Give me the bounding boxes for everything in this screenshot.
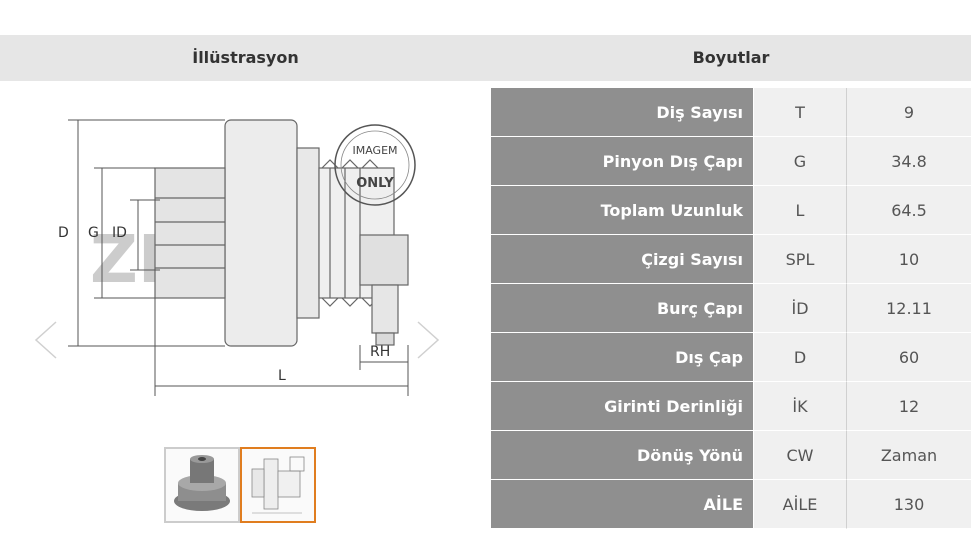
illustration-heading: İllüstrasyon — [192, 48, 299, 67]
dimension-code: D — [753, 333, 847, 382]
dim-label-g: G — [88, 225, 99, 241]
header-bar — [0, 35, 971, 81]
dimension-value: 64.5 — [847, 186, 971, 235]
prev-image-icon[interactable] — [34, 321, 57, 359]
dimension-label: Dış Çap — [491, 333, 753, 382]
dimension-value: 12 — [847, 382, 971, 431]
pinion-shape — [154, 167, 226, 299]
dimension-label: Pinyon Dış Çapı — [491, 137, 753, 186]
dimension-code: SPL — [753, 235, 847, 284]
dim-label-rh: RH — [370, 344, 390, 360]
svg-text:ONLY: ONLY — [356, 176, 394, 191]
svg-text:IMAGEM: IMAGEM — [352, 144, 397, 157]
dimension-label: Toplam Uzunluk — [491, 186, 753, 235]
dimension-code: T — [753, 88, 847, 137]
dimension-label: Burç Çapı — [491, 284, 753, 333]
dimension-label: Girinti Derinliği — [491, 382, 753, 431]
dimension-value: 9 — [847, 88, 971, 137]
thumbnail-drawing[interactable] — [240, 447, 316, 523]
technical-drawing-thumb-icon — [251, 456, 305, 514]
dimension-code: G — [753, 137, 847, 186]
dimension-code: AİLE — [753, 480, 847, 529]
dim-label-l: L — [278, 368, 286, 384]
dimension-label: Çizgi Sayısı — [491, 235, 753, 284]
dim-label-d: D — [58, 225, 69, 241]
starter-drive-photo-icon — [174, 455, 230, 511]
next-image-icon[interactable] — [417, 321, 440, 359]
dimension-code: CW — [753, 431, 847, 480]
dimension-code: L — [753, 186, 847, 235]
technical-drawing: ZEN S.A. IMAGEM ONLY — [34, 119, 440, 396]
dimension-value: 10 — [847, 235, 971, 284]
thumbnail-strip — [164, 447, 316, 523]
thumbnail-photo[interactable] — [164, 447, 240, 523]
dimension-value: 60 — [847, 333, 971, 382]
dimensions-heading: Boyutlar — [692, 48, 770, 67]
dimension-label: Diş Sayısı — [491, 88, 753, 137]
illustration-stamp: IMAGEM ONLY — [334, 124, 416, 206]
dimension-code: İD — [753, 284, 847, 333]
dim-label-id: ID — [112, 225, 127, 241]
dimension-value: Zaman — [847, 431, 971, 480]
dimension-code: İK — [753, 382, 847, 431]
dimension-value: 12.11 — [847, 284, 971, 333]
dimension-label: Dönüş Yönü — [491, 431, 753, 480]
dimension-value: 130 — [847, 480, 971, 529]
dimension-value: 34.8 — [847, 137, 971, 186]
housing-shape — [224, 119, 298, 347]
dimension-label: AİLE — [491, 480, 753, 529]
